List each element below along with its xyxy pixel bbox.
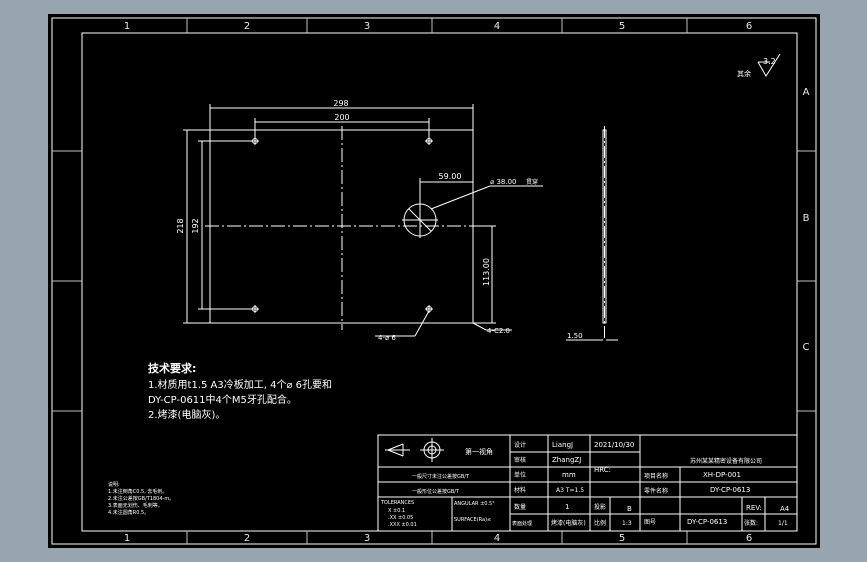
zone-col-label: 1: [124, 21, 130, 32]
dim-big-hole-offset-x: 59.00: [439, 172, 462, 181]
zone-col-label: 2: [244, 533, 250, 544]
zone-col-label: 6: [746, 21, 752, 32]
general-note-line: 2.未注公差按GB/T1804-m。: [108, 495, 174, 502]
part-label: 零件名称: [644, 487, 668, 495]
tol-note-1: 一般尺寸未注公差按GB/T: [412, 473, 470, 480]
scale-value: 1:3: [622, 520, 632, 527]
zone-row-label: C: [803, 342, 810, 353]
tol-row: .XX ±0.05: [388, 515, 413, 521]
unit-value: mm: [562, 471, 576, 479]
tol-row: .XXX ±0.01: [388, 522, 417, 528]
designer-label: 设计: [514, 441, 526, 449]
design-date: 2021/10/30: [594, 441, 634, 449]
drawing-value: DY-CP-0613: [687, 518, 727, 526]
drawing-label: 图号: [644, 519, 656, 526]
technical-requirements: 技术要求: 1.材质用t1.5 A3冷板加工, 4个⌀ 6孔要和 DY-CP-0…: [148, 361, 332, 421]
part-side-view[interactable]: [566, 126, 618, 341]
zone-col-label: 4: [494, 21, 500, 32]
qty-label: 数量: [514, 503, 526, 511]
dim-big-hole-dia-note: 贯穿: [526, 178, 538, 186]
zone-col-label: 4: [494, 533, 500, 544]
surface-roughness: SURFACE(Ra)≤: [454, 517, 491, 523]
dim-small-holes: 4-⌀ 6: [378, 334, 396, 342]
material-value: A3 T=1.5: [556, 487, 584, 494]
roughness-symbol: 其余 3.2: [737, 53, 781, 78]
projection-label: 第一视角: [465, 447, 493, 456]
zone-col-label: 5: [619, 21, 625, 32]
part-front-view[interactable]: [183, 104, 543, 337]
designer-name: LiangJ: [552, 441, 573, 449]
zone-column-labels-bottom: 1 2 3 4 5 6: [124, 533, 752, 544]
dim-big-hole-dia: ⌀ 38.00: [490, 178, 516, 186]
dim-hole-pitch-x: 200: [334, 113, 349, 122]
checker-label: 审核: [514, 456, 526, 464]
general-note-line: 说明:: [108, 481, 120, 488]
zone-row-labels: A B C: [803, 87, 810, 353]
roughness-value: 3.2: [763, 57, 776, 66]
size-value: A4: [780, 505, 790, 513]
material-label: 材料: [514, 486, 526, 494]
tol-header: TOLERANCES: [380, 500, 414, 506]
sheet-background: [48, 14, 820, 548]
dim-overall-height: 218: [176, 218, 185, 233]
general-note-line: 3.表面无划伤、毛刺等。: [108, 502, 163, 509]
part-value: DY-CP-0613: [710, 486, 750, 494]
company-name: 苏州某某精密设备有限公司: [690, 457, 762, 465]
zone-col-label: 3: [364, 533, 370, 544]
notes-line: 1.材质用t1.5 A3冷板加工, 4个⌀ 6孔要和: [148, 378, 332, 391]
general-note-line: 1.未注倒角C0.5, 去毛刺。: [108, 488, 167, 495]
notes-title: 技术要求:: [148, 361, 196, 375]
zone-row-label: B: [803, 213, 810, 224]
title-block[interactable]: [377, 434, 798, 532]
dim-hole-pitch-y: 192: [191, 218, 200, 233]
title-block-text: 第一视角 一般尺寸未注公差按GB/T 一般形位公差按GB/T TOLERANCE…: [380, 441, 790, 528]
zone-col-label: 5: [619, 533, 625, 544]
finish-label: 表面处理: [512, 520, 532, 527]
project-label: 项目名称: [644, 472, 668, 480]
finish-value: 烤漆(电脑灰): [551, 519, 586, 527]
rev-label: REV:: [746, 504, 762, 512]
notes-line: DY-CP-0611中4个M5牙孔配合。: [148, 393, 297, 406]
sheet-value: 1/1: [778, 520, 788, 527]
checker-name: ZhangZJ: [552, 456, 581, 464]
angular-tol: ANGULAR ±0.5°: [454, 501, 495, 507]
proj-label: 投影: [594, 503, 606, 511]
scale-label: 比例: [594, 519, 606, 527]
qty-value: 1: [565, 503, 569, 511]
roughness-prefix: 其余: [737, 69, 751, 78]
unit-label: 单位: [514, 471, 526, 479]
dim-corner-chamfer: 4-C2.0: [487, 327, 510, 335]
sheet-label: 张数:: [744, 519, 758, 527]
hardness-label: HRC:: [594, 466, 611, 474]
zone-col-label: 2: [244, 21, 250, 32]
project-value: XH-DP-001: [703, 471, 741, 479]
zone-row-label: A: [803, 87, 810, 98]
proj-value: B: [627, 505, 632, 513]
dim-overall-width: 298: [333, 99, 348, 108]
zone-column-labels-top: 1 2 3 4 5 6: [124, 21, 752, 32]
zone-col-label: 3: [364, 21, 370, 32]
dim-big-hole-offset-y: 113.00: [482, 258, 491, 286]
tol-row: X ±0.1: [388, 508, 405, 514]
zone-col-label: 1: [124, 533, 130, 544]
general-note-line: 4.未注圆角R0.5。: [108, 509, 149, 516]
tol-note-2: 一般形位公差按GB/T: [412, 488, 460, 495]
zone-col-label: 6: [746, 533, 752, 544]
general-notes: 说明: 1.未注倒角C0.5, 去毛刺。 2.未注公差按GB/T1804-m。 …: [108, 481, 174, 516]
dim-thickness: 1.50: [567, 332, 583, 340]
notes-line: 2.烤漆(电脑灰)。: [148, 408, 225, 421]
